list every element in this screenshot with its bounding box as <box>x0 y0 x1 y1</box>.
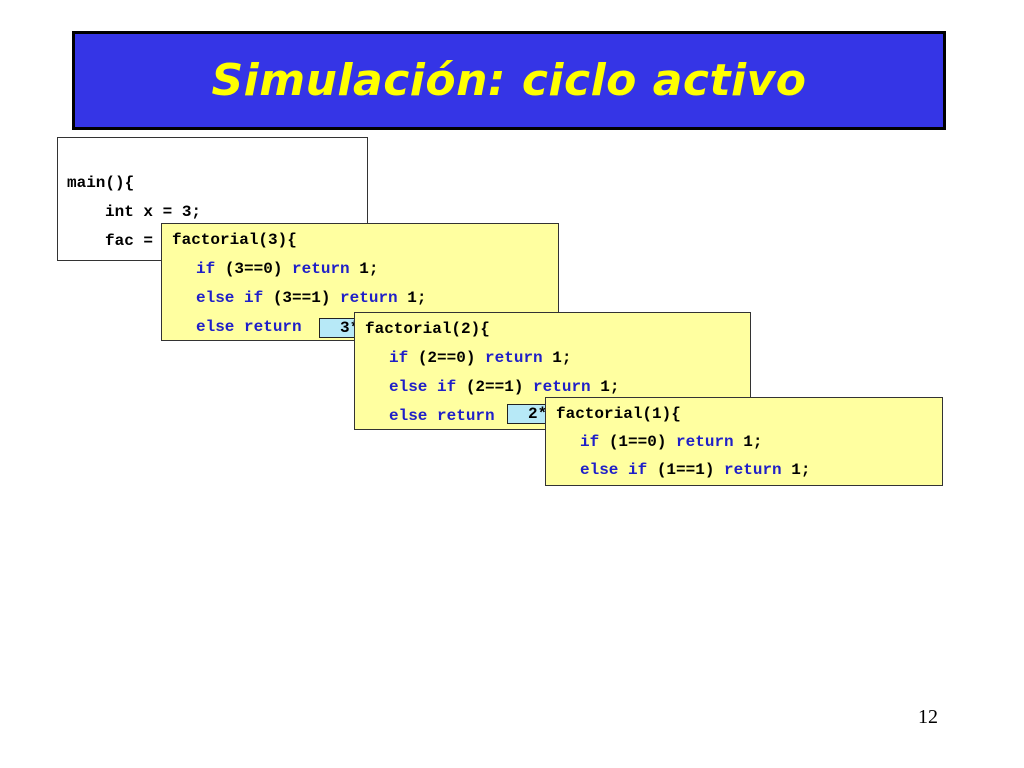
main-line-2: int x = 3; <box>105 203 202 221</box>
factorial-2-line-1: if (2==0) return 1; <box>389 349 572 367</box>
main-line-1: main(){ <box>67 174 135 192</box>
factorial-2-line-3: else return <box>389 407 495 425</box>
factorial-3-line-3: else return <box>196 318 302 336</box>
factorial-1-line-1: if (1==0) return 1; <box>580 433 763 451</box>
factorial-3-line-1: if (3==0) return 1; <box>196 260 379 278</box>
factorial-3-header: factorial(3){ <box>172 231 297 249</box>
factorial-3-multiplier-badge: 3* <box>319 318 359 338</box>
factorial-1-header: factorial(1){ <box>556 405 681 423</box>
factorial-2-multiplier-badge: 2* <box>507 404 551 424</box>
factorial-2-header: factorial(2){ <box>365 320 490 338</box>
page-number: 12 <box>918 706 938 728</box>
slide-title-bar: Simulación: ciclo activo <box>72 31 946 130</box>
main-line-3: fac = <box>105 232 154 250</box>
slide-title: Simulación: ciclo activo <box>211 55 807 106</box>
factorial-1-frame: factorial(1){ if (1==0) return 1; else i… <box>545 397 943 486</box>
factorial-3-line-2: else if (3==1) return 1; <box>196 289 427 307</box>
factorial-1-line-2: else if (1==1) return 1; <box>580 461 811 479</box>
factorial-2-line-2: else if (2==1) return 1; <box>389 378 620 396</box>
